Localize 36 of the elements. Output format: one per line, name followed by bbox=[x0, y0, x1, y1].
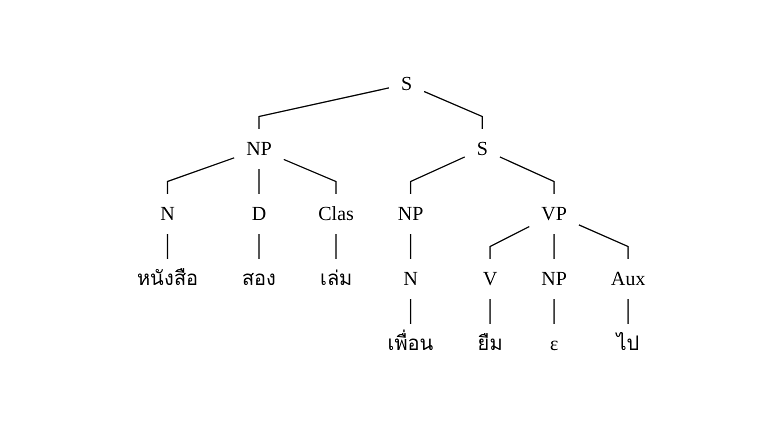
connector bbox=[553, 299, 555, 324]
node-text: Aux bbox=[610, 268, 646, 290]
connector bbox=[258, 169, 260, 194]
node-text: V bbox=[482, 268, 498, 290]
node-text: S bbox=[476, 138, 488, 160]
connector bbox=[424, 90, 483, 129]
connector bbox=[258, 234, 260, 259]
node-text: S bbox=[400, 73, 412, 95]
node-text: ไป bbox=[616, 333, 640, 355]
node-text: D bbox=[252, 203, 266, 225]
node-text: Clas bbox=[318, 203, 354, 225]
connector bbox=[489, 299, 491, 324]
connector bbox=[166, 234, 168, 259]
connector bbox=[335, 234, 336, 259]
connector bbox=[553, 234, 555, 259]
connector bbox=[627, 299, 629, 324]
node-text: NP bbox=[246, 138, 272, 160]
node-text: VP bbox=[541, 203, 567, 225]
node-text: N bbox=[160, 203, 175, 225]
node-text: หนังสือ bbox=[136, 268, 198, 290]
node-text: สอง bbox=[242, 268, 276, 290]
connector bbox=[410, 156, 465, 194]
connector bbox=[489, 226, 530, 259]
connector bbox=[258, 87, 389, 129]
connector bbox=[578, 224, 629, 259]
node-text: NP bbox=[398, 203, 424, 225]
connector bbox=[410, 234, 412, 259]
node-text: NP bbox=[541, 268, 567, 290]
connector bbox=[166, 157, 234, 194]
node-text: ε bbox=[550, 333, 558, 355]
node-text: ยืม bbox=[477, 333, 502, 355]
node-text: N bbox=[403, 268, 418, 290]
connector bbox=[499, 156, 555, 194]
node-text: เล่ม bbox=[320, 268, 352, 290]
connector bbox=[410, 299, 412, 324]
connector bbox=[283, 158, 336, 194]
